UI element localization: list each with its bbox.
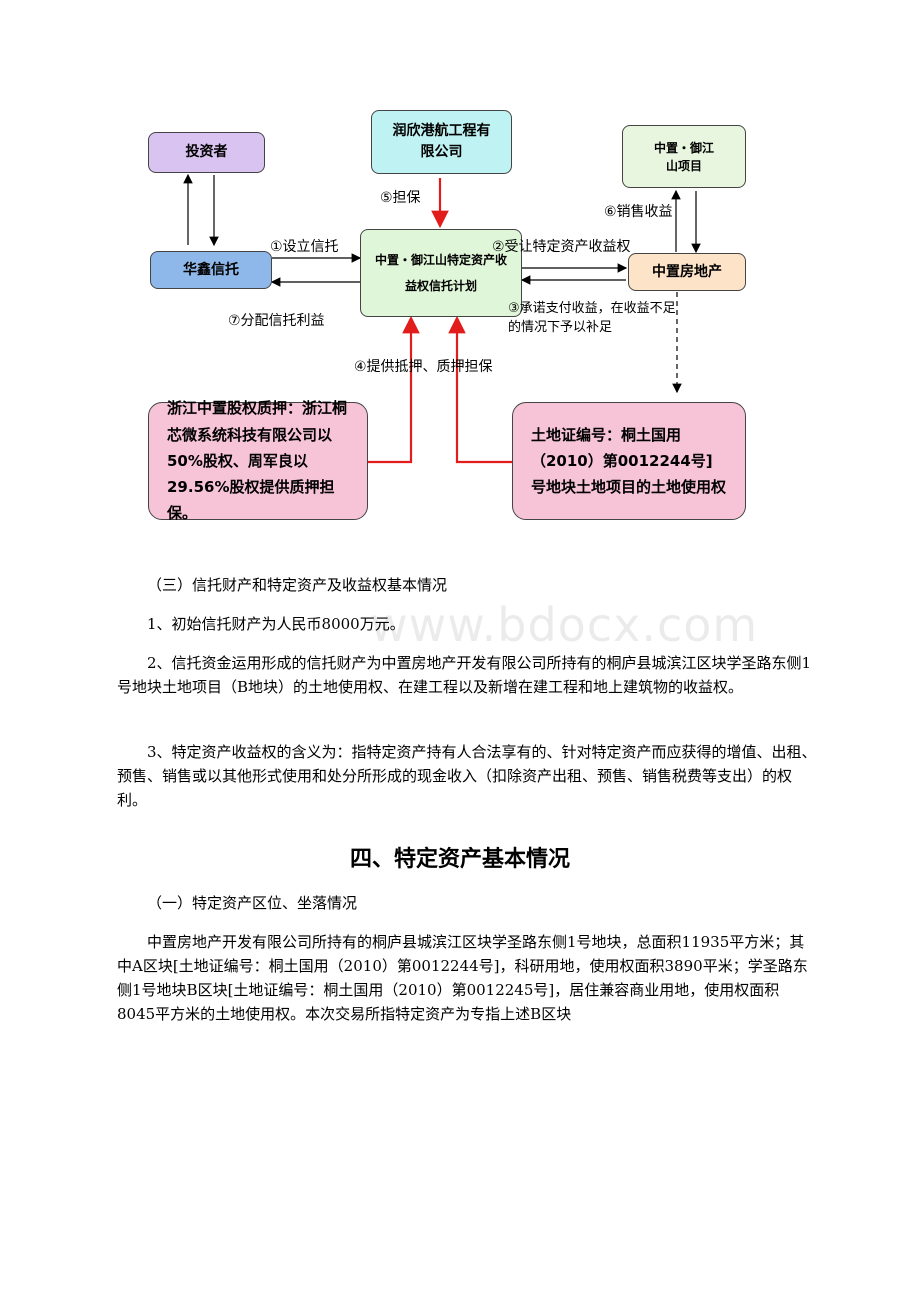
heading-section-4: 四、特定资产基本情况 [349, 846, 570, 872]
item-3: 3、特定资产收益权的含义为：指特定资产持有人合法享有的、针对特定资产而应获得的增… [117, 743, 817, 809]
trust-plan-box: 中置・御江山特定资产收益权信托计划 [360, 229, 522, 317]
label-step6: ⑥销售收益 [604, 204, 673, 220]
location-paragraph: 中置房地产开发有限公司所持有的桐庐县城滨江区块学圣路东侧1号地块，总面积1193… [117, 933, 808, 1023]
diagram-connectors [183, 173, 701, 464]
label-step5: ⑤担保 [380, 190, 421, 206]
arrow-land-mortgage [448, 315, 512, 464]
guarantor-box: 润欣港航工程有限公司 [371, 110, 512, 174]
project-box: 中置・御江山项目 [622, 125, 746, 188]
label-step7: ⑦分配信托利益 [228, 313, 325, 329]
label-step2: ②受让特定资产收益权 [492, 239, 631, 255]
item-2: 2、信托资金运用形成的信托财产为中置房地产开发有限公司所持有的桐庐县城滨江区块学… [117, 654, 812, 696]
section-3-title: （三）信托财产和特定资产及收益权基本情况 [147, 576, 448, 594]
arrow-equity-pledge [368, 315, 420, 464]
item-1: 1、初始信托财产为人民币8000万元。 [147, 615, 405, 633]
label-step1: ①设立信托 [270, 239, 339, 255]
label-step4: ④提供抵押、质押担保 [354, 359, 493, 375]
land-certificate-box: 土地证编号：桐土国用（2010）第0012244号]号地块土地项目的土地使用权 [512, 402, 746, 520]
label-step3: ③承诺支付收益，在收益不足的情况下予以补足 [508, 301, 676, 335]
equity-pledge-box: 浙江中置股权质押：浙江桐芯微系统科技有限公司以50%股权、周军良以29.56%股… [148, 399, 368, 522]
developer-box: 中置房地产 [628, 253, 746, 291]
trust-company-box: 华鑫信托 [150, 251, 272, 289]
watermark: www.bdocx.com [370, 598, 759, 652]
investor-box: 投资者 [148, 132, 265, 173]
section-1-title: （一）特定资产区位、坐落情况 [147, 894, 358, 912]
